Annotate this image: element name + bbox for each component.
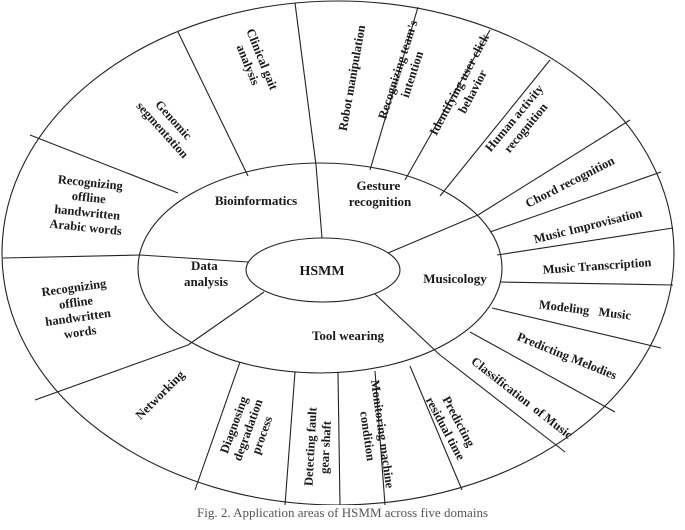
category-label-data: Data analysis — [184, 258, 228, 289]
application-label-line: Classification of Music — [469, 354, 576, 442]
application-label-line: Recognizing — [57, 172, 124, 193]
figure-caption: Fig. 2. Application areas of HSMM across… — [196, 505, 488, 520]
application-label-music-transcription: Music Transcription — [542, 255, 652, 277]
application-label-line: Chord recognition — [523, 153, 617, 210]
application-label-chord: Chord recognition — [523, 153, 617, 210]
category-label-tool: Tool wearing — [312, 328, 385, 343]
application-label-line: offline — [58, 293, 94, 312]
application-label-line: gear shaft — [317, 420, 334, 474]
application-label-clinical-gait: Clinical gaitanalysis — [229, 26, 281, 98]
application-label-offline-words: Recognizingofflinehandwrittenwords — [40, 276, 114, 344]
category-label-data-line-1: Data — [191, 258, 218, 273]
application-label-line: Predicting Melodies — [515, 330, 619, 383]
application-label-networking: Networking — [133, 367, 188, 422]
application-label-line: Robot manipulation — [336, 24, 368, 132]
application-label-human-activity: Human activityrecognition — [482, 81, 558, 164]
category-label-gesture-line-2: recognition — [349, 194, 412, 209]
application-label-line: Detecting fault — [301, 406, 319, 486]
category-label-data-line-2: analysis — [184, 274, 228, 289]
application-label-residual-time: Predictingresidual time — [423, 387, 481, 462]
application-label-line: handwritten — [54, 202, 121, 223]
application-label-predicting-melodies: Predicting Melodies — [515, 330, 619, 383]
application-label-line: Music Transcription — [542, 255, 652, 277]
category-dividers — [139, 164, 479, 356]
category-label-musicology: Musicology — [423, 271, 487, 286]
application-label-team-intention: Recognizing team'sintention — [375, 18, 434, 125]
application-label-arabic-words: RecognizingofflinehandwrittenArabic word… — [49, 172, 127, 238]
outer-ring — [1, 0, 675, 505]
application-label-classification-music: Classification of Music — [469, 354, 576, 442]
wheel-diagram: HSMM Bioinformatics Gesture recognition … — [1, 0, 675, 505]
application-label-line: condition — [357, 410, 378, 462]
application-label-fault-gear: Detecting faultgear shaft — [301, 406, 334, 487]
application-label-robot-manipulation: Robot manipulation — [336, 24, 368, 132]
application-label-line: Modeling Music — [538, 297, 632, 322]
application-label-line: words — [63, 323, 97, 341]
middle-ring — [137, 162, 503, 374]
application-label-line: Networking — [133, 367, 188, 422]
application-label-user-click: Identifying user clickbehavior — [427, 31, 506, 144]
category-label-bioinformatics: Bioinformatics — [215, 193, 297, 208]
application-label-genomic: Genomicsegmentation — [134, 89, 203, 161]
category-label-gesture-line-1: Gesture — [356, 178, 400, 193]
application-dividers — [2, 2, 674, 505]
category-label-gesture: Gesture recognition — [349, 178, 412, 209]
center-hub — [245, 237, 401, 303]
application-label-modeling-music: Modeling Music — [538, 297, 632, 322]
application-label-line: offline — [71, 189, 107, 207]
application-label-monitoring: Monitoring machinecondition — [353, 379, 397, 492]
center-label: HSMM — [299, 264, 344, 279]
